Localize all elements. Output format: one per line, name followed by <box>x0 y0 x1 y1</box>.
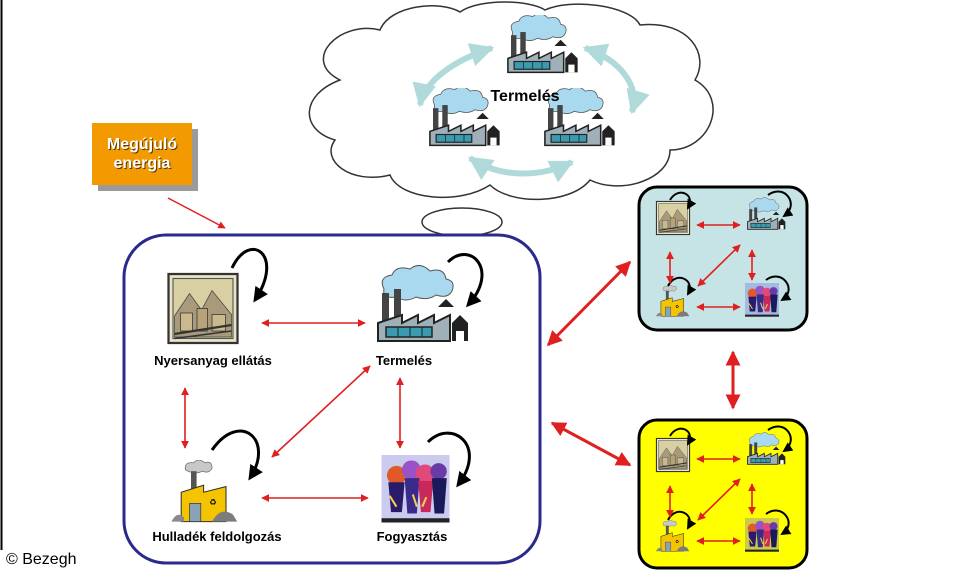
cloud-title: Termelés <box>490 88 559 105</box>
teal-subsystem <box>637 185 809 332</box>
system-link-arrows <box>546 260 741 467</box>
renewable-energy-box: Megújuló energia <box>92 123 192 185</box>
raw-material-icon <box>167 272 239 345</box>
yellow-subsystem <box>637 418 809 570</box>
label-production: Termelés <box>376 353 432 368</box>
renewable-energy-label: Megújuló energia <box>106 136 178 172</box>
label-waste: Hulladék feldolgozás <box>152 529 281 544</box>
label-consumption: Fogyasztás <box>377 529 448 544</box>
self-loop-arrows <box>210 247 484 488</box>
main-flow-arrows <box>181 319 404 502</box>
cloud-cycle-arrows <box>412 43 650 183</box>
consumption-people-icon <box>382 455 450 523</box>
copyright-text: © Bezegh <box>6 551 77 568</box>
energy-arrow <box>167 197 226 229</box>
label-raw-material: Nyersanyag ellátás <box>154 353 272 368</box>
